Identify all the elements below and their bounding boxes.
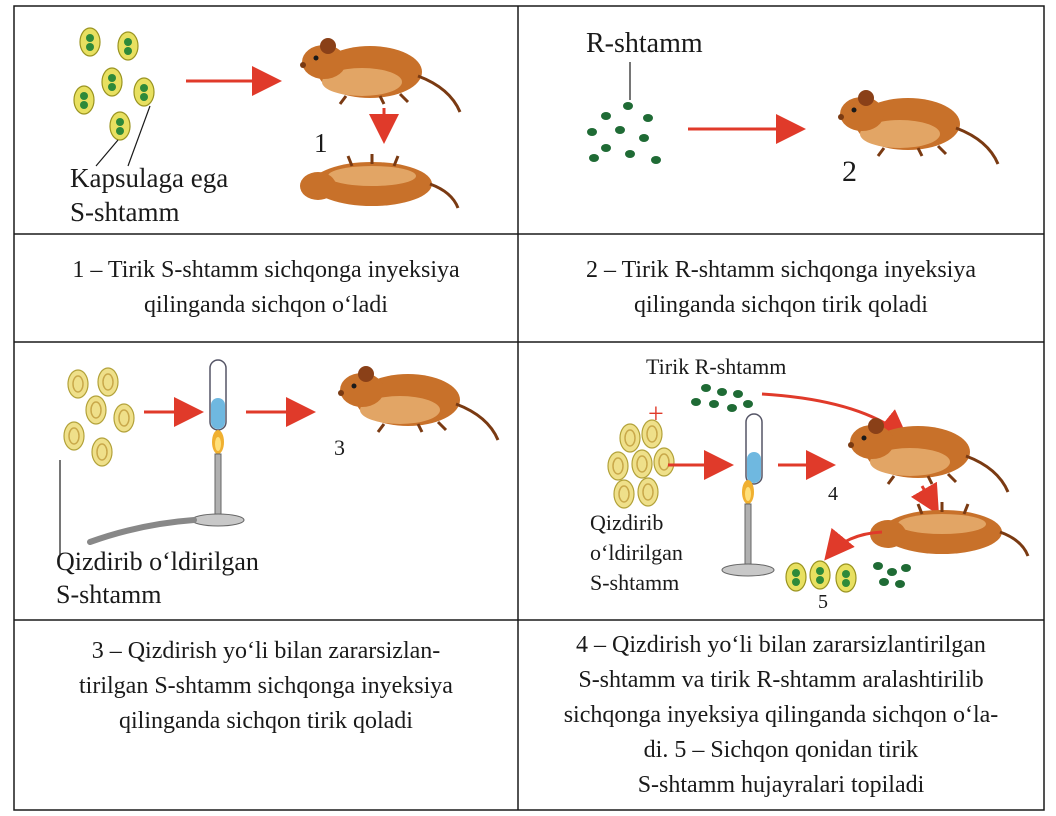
mouse-dead-4	[870, 502, 1028, 556]
s-strain-cluster	[74, 28, 154, 140]
burner	[192, 430, 244, 526]
r-strain-cluster	[587, 102, 661, 164]
burner-hose	[90, 520, 194, 542]
burner-4	[722, 480, 774, 576]
label-number-4: 4	[828, 483, 838, 505]
label-capsule: Kapsulaga ega	[70, 163, 228, 193]
label-number-1: 1	[314, 128, 328, 158]
recovered-r-cells	[873, 562, 911, 588]
panel-4-illustration: Tirik R-shtamm + 4	[590, 354, 1028, 613]
label-live-r-strain: Tirik R-shtamm	[646, 354, 786, 379]
mouse-dead	[300, 154, 458, 208]
dead-s-strain-cluster-4	[608, 420, 674, 508]
panel-3-illustration: 3 Qizdirib o‘ldirilgan S-shtamm	[56, 360, 498, 609]
caption-panel-2: 2 – Tirik R-shtamm sichqonga inyeksiya q…	[520, 236, 1042, 340]
dead-s-strain-cluster	[64, 368, 134, 466]
caption-panel-4: 4 – Qizdirish yo‘li bilan zararsizlantir…	[520, 622, 1042, 808]
label-s-strain: S-shtamm	[70, 197, 180, 227]
label-killed: Qizdirib o‘ldirilgan	[56, 547, 259, 576]
r-strain-cluster-4	[691, 384, 753, 412]
panel-1-illustration: Kapsulaga ega S-shtamm 1	[70, 28, 460, 227]
label-killed-line1: Qizdirib	[590, 510, 663, 535]
caption-panel-3: 3 – Qizdirish yo‘li bilan zararsizlan- t…	[16, 622, 516, 808]
label-s-strain-4: S-shtamm	[590, 570, 679, 595]
test-tube	[210, 360, 226, 430]
panel-2-illustration: R-shtamm 2	[586, 28, 998, 188]
label-number-3: 3	[334, 435, 345, 460]
label-s-strain-3: S-shtamm	[56, 580, 161, 609]
label-r-strain: R-shtamm	[586, 28, 703, 59]
label-number-2: 2	[842, 155, 857, 188]
mouse-live	[300, 38, 460, 112]
caption-panel-1: 1 – Tirik S-shtamm sichqonga inyeksiya q…	[16, 236, 516, 340]
arrow-mouse-to-dead-4	[922, 486, 936, 510]
mouse-live-3	[338, 366, 498, 440]
mouse-live-4	[848, 418, 1008, 492]
mouse-live-2	[838, 90, 998, 164]
label-killed-line2: o‘ldirilgan	[590, 540, 683, 565]
test-tube-4	[746, 414, 762, 484]
recovered-s-cells	[786, 561, 856, 592]
label-number-5: 5	[818, 591, 828, 613]
